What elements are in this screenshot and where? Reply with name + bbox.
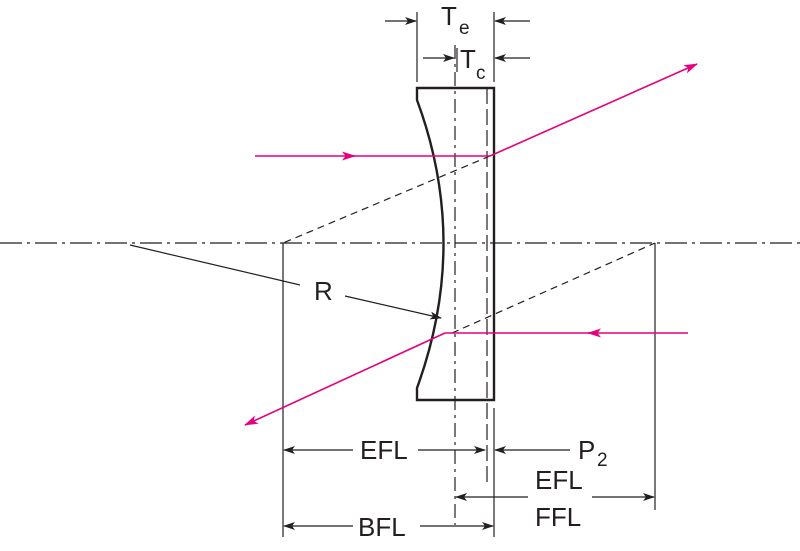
svg-text:T: T — [460, 44, 476, 74]
label-efl-front: EFL — [360, 435, 408, 465]
virtual-ray-bottom — [451, 242, 656, 334]
svg-text:c: c — [476, 63, 486, 84]
virtual-ray-top — [282, 155, 491, 244]
lens-outline — [415, 86, 496, 402]
svg-text:P: P — [578, 435, 595, 465]
label-radius: R — [314, 276, 333, 306]
label-p2: P 2 — [578, 435, 608, 471]
label-ffl: FFL — [535, 502, 581, 532]
svg-text:2: 2 — [597, 450, 608, 471]
label-bfl: BFL — [358, 512, 406, 542]
refracted-ray-bottom — [244, 332, 446, 426]
svg-text:e: e — [459, 18, 470, 39]
svg-text:T: T — [441, 1, 457, 31]
label-tc: T c — [460, 44, 486, 84]
radius-pointer-arrow — [344, 295, 442, 320]
label-te: T e — [441, 1, 470, 39]
radius-pointer — [129, 244, 301, 286]
label-efl-back: EFL — [535, 465, 583, 495]
refracted-ray-top — [489, 63, 698, 157]
